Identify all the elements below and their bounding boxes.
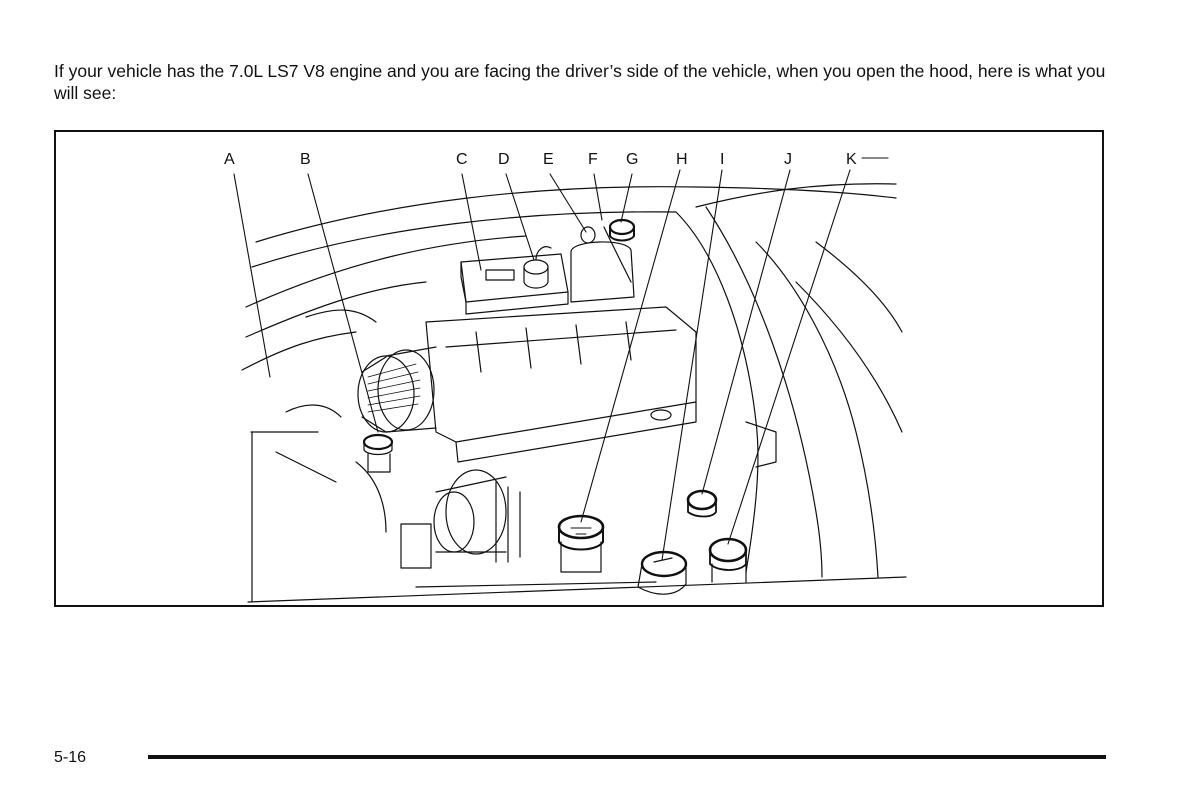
leader-lines	[233, 157, 889, 561]
callout-j: J	[784, 151, 792, 168]
windshield-washer-cap	[686, 489, 748, 583]
callout-g: G	[626, 151, 638, 168]
air-intake-duct	[305, 309, 437, 433]
callout-c: C	[456, 151, 468, 168]
callout-i: I	[720, 151, 724, 168]
right-fender	[675, 183, 903, 578]
power-steering-reservoir	[557, 514, 605, 573]
hoses	[250, 404, 777, 588]
callout-b: B	[300, 151, 311, 168]
engine-compartment-figure: A B C D E F G H I J K	[54, 130, 1104, 607]
callout-f: F	[588, 151, 598, 168]
page-number: 5-16	[54, 749, 87, 766]
brake-reservoir	[523, 246, 552, 289]
hood-outline	[241, 186, 907, 603]
engine-illustration: A B C D E F G H I J K	[224, 151, 907, 603]
oil-fill-cap	[362, 433, 394, 473]
callout-k: K	[846, 151, 857, 168]
callout-letters: A B C D E F G H I J K	[224, 151, 857, 168]
callout-h: H	[676, 151, 688, 168]
oil-dipstick	[637, 550, 688, 595]
engine-cover	[425, 306, 697, 463]
intro-paragraph: If your vehicle has the 7.0L LS7 V8 engi…	[54, 61, 1106, 103]
alternator	[400, 469, 521, 569]
callout-d: D	[498, 151, 510, 168]
footer-rule	[148, 755, 1106, 759]
coolant-surge-tank	[570, 218, 636, 303]
battery-box	[460, 253, 569, 315]
callout-a: A	[224, 151, 235, 168]
callout-e: E	[543, 151, 554, 168]
